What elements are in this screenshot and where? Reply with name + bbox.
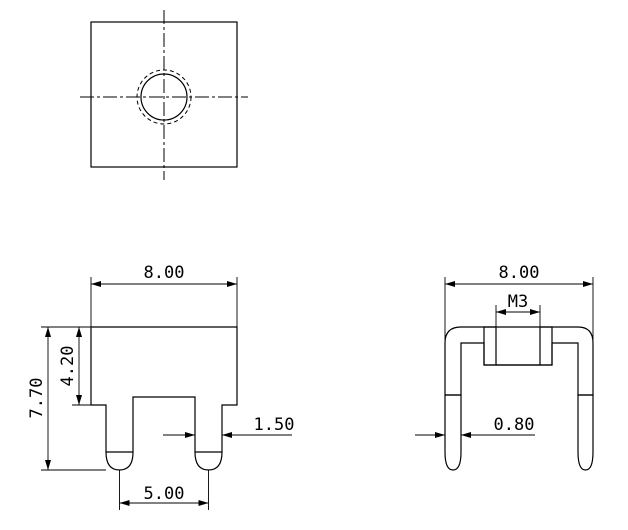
dim-pin-spacing: 5.00 xyxy=(119,470,209,510)
dim-section-width: 8.00 xyxy=(444,263,594,340)
dim-front-height-body-label: 4.20 xyxy=(58,346,78,387)
thread-wall-left xyxy=(483,326,497,366)
dim-thread: M3 xyxy=(495,292,541,327)
section-view: 8.00 M3 0.80 xyxy=(415,263,594,471)
front-view: 8.00 7.70 4.20 1.50 xyxy=(27,263,294,510)
dim-wall-thickness-label: 0.80 xyxy=(494,415,535,435)
dim-front-height-total: 7.70 xyxy=(27,326,106,471)
section-left-leg xyxy=(444,395,462,471)
dim-section-width-label: 8.00 xyxy=(499,263,540,283)
left-pin-tip xyxy=(105,451,134,471)
front-view-outline xyxy=(90,326,238,453)
top-view xyxy=(80,10,248,180)
dim-front-width: 8.00 xyxy=(90,263,238,327)
dim-pin-width-label: 1.50 xyxy=(254,415,295,435)
dim-pin-width: 1.50 xyxy=(163,415,294,438)
thread-wall-right xyxy=(539,326,553,366)
dim-front-height-total-label: 7.70 xyxy=(27,378,47,419)
dim-wall-thickness: 0.80 xyxy=(415,415,535,438)
section-hatched-body xyxy=(444,326,594,396)
dim-front-width-label: 8.00 xyxy=(144,263,185,283)
right-pin-tip xyxy=(194,451,223,471)
dim-thread-label: M3 xyxy=(508,292,528,312)
dim-pin-spacing-label: 5.00 xyxy=(144,484,185,504)
section-right-leg xyxy=(577,395,594,471)
dim-front-height-body: 4.20 xyxy=(58,327,91,406)
